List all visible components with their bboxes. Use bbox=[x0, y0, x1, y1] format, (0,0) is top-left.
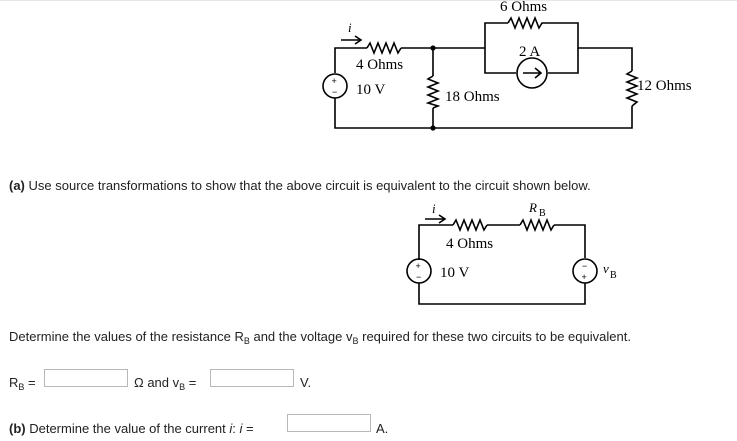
rb-label-main: R bbox=[9, 375, 19, 390]
current-source-symbol bbox=[516, 57, 548, 89]
rb-answer-input[interactable] bbox=[44, 369, 128, 387]
resistor-4-ohms-2 bbox=[452, 217, 488, 233]
rb-label-eq: = bbox=[24, 375, 36, 390]
current-direction-arrow-icon bbox=[341, 35, 363, 45]
voltage-source-vb-symbol bbox=[572, 258, 598, 284]
part-a-label: (a) bbox=[9, 178, 25, 193]
label-6-ohms: 6 Ohms bbox=[500, 0, 547, 15]
top-divider bbox=[0, 0, 737, 1]
current-direction-arrow-icon bbox=[425, 214, 447, 224]
junction-dot bbox=[430, 125, 436, 131]
rb-label-sub: B bbox=[18, 382, 25, 392]
question-r-sub: B bbox=[243, 336, 250, 346]
question-post: required for these two circuits to be eq… bbox=[358, 329, 631, 344]
question-pre: Determine the values of the resistance R bbox=[9, 329, 244, 344]
rb-label: RB = bbox=[9, 375, 36, 392]
part-b-i-symbol: i bbox=[229, 421, 233, 436]
label-18-ohms: 18 Ohms bbox=[445, 89, 500, 105]
vb-label-sub: B bbox=[179, 382, 186, 392]
wire bbox=[484, 48, 579, 74]
label-2-a: 2 A bbox=[519, 44, 540, 60]
current-answer-input[interactable] bbox=[287, 414, 371, 432]
plus-sign: + bbox=[582, 272, 587, 282]
circuit-1: + − i 6 Ohms 2 A 4 Ohms 10 V 18 Ohms 12 … bbox=[322, 0, 692, 131]
voltage-source-symbol bbox=[322, 73, 348, 99]
label-10-v: 10 V bbox=[356, 82, 385, 98]
part-b-label: (b) bbox=[9, 421, 26, 436]
voltage-minus-sign: − bbox=[332, 87, 337, 97]
minus-sign: − bbox=[416, 272, 421, 282]
label-4-ohms-2: 4 Ohms bbox=[446, 236, 493, 252]
voltage-source-10v-symbol bbox=[406, 258, 432, 284]
resistor-rb bbox=[519, 217, 555, 233]
vb-label: Ω and vB = bbox=[134, 375, 196, 392]
question-v-sub: B bbox=[352, 336, 359, 346]
label-rb-sub: B bbox=[539, 208, 546, 219]
current-label-i: i bbox=[432, 201, 436, 216]
part-a-instructions: (a) Use source transformations to show t… bbox=[9, 178, 591, 193]
part-b-eq: = bbox=[242, 421, 254, 436]
label-rb-main: R bbox=[528, 200, 537, 215]
vb-unit: V. bbox=[300, 375, 312, 390]
label-10-v-2: 10 V bbox=[440, 265, 469, 281]
part-b-text: Determine the value of the current bbox=[25, 421, 230, 436]
plus-sign: + bbox=[416, 261, 421, 271]
current-arrow-icon bbox=[523, 67, 543, 79]
vb-answer-input[interactable] bbox=[210, 369, 294, 387]
current-unit: A. bbox=[376, 421, 389, 436]
voltage-plus-sign: + bbox=[332, 76, 337, 86]
question-text: Determine the values of the resistance R… bbox=[9, 329, 631, 346]
label-12-ohms: 12 Ohms bbox=[637, 78, 692, 94]
vb-label-main: Ω and v bbox=[134, 375, 180, 390]
resistor-12-ohms bbox=[624, 70, 640, 107]
part-b-question: (b) Determine the value of the current i… bbox=[9, 421, 254, 436]
resistor-4-ohms bbox=[366, 40, 402, 56]
wire bbox=[418, 224, 586, 305]
current-label-i: i bbox=[348, 20, 352, 35]
vb-label-eq: = bbox=[185, 375, 197, 390]
circuit-2: + − − + i R B 4 Ohms 10 V v B bbox=[406, 200, 617, 305]
resistor-6-ohms bbox=[507, 15, 548, 31]
question-mid: and the voltage v bbox=[249, 329, 353, 344]
part-b-colon: : bbox=[232, 421, 240, 436]
label-4-ohms: 4 Ohms bbox=[356, 57, 403, 73]
junction-dot bbox=[430, 45, 436, 51]
resistor-18-ohms bbox=[425, 75, 441, 109]
wire bbox=[334, 22, 633, 129]
label-vb-main: v bbox=[603, 261, 609, 276]
part-a-text: Use source transformations to show that … bbox=[28, 178, 591, 193]
minus-sign: − bbox=[582, 261, 587, 271]
part-b-i-symbol-2: i bbox=[239, 421, 243, 436]
label-vb-sub: B bbox=[610, 270, 617, 281]
